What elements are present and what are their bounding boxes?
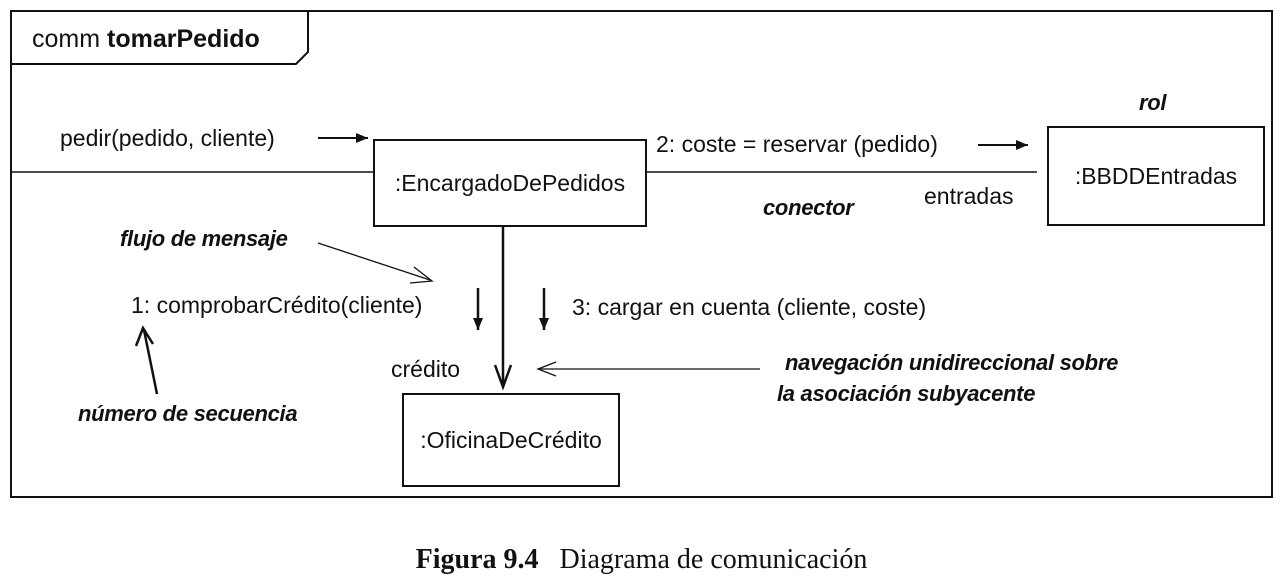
- numero-pointer-head: [134, 325, 155, 347]
- object-label: :BBDDEntradas: [1074, 162, 1238, 189]
- frame-tab: [11, 11, 309, 65]
- frame-keyword: comm: [32, 25, 101, 53]
- numero-pointer-line: [142, 329, 159, 395]
- role-entradas: entradas: [924, 183, 1014, 209]
- message-comprobar: 1: comprobarCrédito(cliente): [131, 292, 423, 318]
- annotation-navegacion-line2: la asociación subyacente: [777, 381, 1036, 406]
- frame-name: tomarPedido: [107, 25, 260, 53]
- open-arrowhead: [493, 364, 513, 391]
- frame-border: [10, 10, 1273, 498]
- caption-number: Figura 9.4: [415, 544, 539, 575]
- message-reservar: 2: coste = reservar (pedido): [656, 131, 938, 157]
- object-label: :EncargadoDePedidos: [394, 169, 626, 196]
- annotation-rol: rol: [1139, 90, 1167, 115]
- figure-caption: Figura 9.4 Diagrama de comunicación: [0, 544, 1283, 576]
- annotation-flujo-de-mensaje: flujo de mensaje: [120, 226, 288, 251]
- navegacion-pointer-head: [536, 361, 557, 377]
- object-encargado-de-pedidos: :EncargadoDePedidos: [373, 139, 647, 227]
- message-pedir: pedir(pedido, cliente): [60, 125, 275, 151]
- annotation-conector: conector: [763, 195, 854, 220]
- flujo-pointer-line: [317, 242, 431, 281]
- annotation-navegacion-line1: navegación unidireccional sobre: [785, 350, 1119, 375]
- object-oficina-de-credito: :OficinaDeCrédito: [402, 393, 620, 487]
- frame-label: comm tomarPedido: [32, 27, 260, 52]
- annotation-numero-de-secuencia: número de secuencia: [78, 401, 298, 426]
- caption-text: Diagrama de comunicación: [559, 544, 868, 575]
- role-credito: crédito: [391, 356, 461, 382]
- message-cargar: 3: cargar en cuenta (cliente, coste): [572, 294, 927, 320]
- flujo-pointer-head: [409, 266, 434, 284]
- object-label: :OficinaDeCrédito: [420, 426, 602, 453]
- object-bbdd-entradas: :BBDDEntradas: [1047, 126, 1265, 226]
